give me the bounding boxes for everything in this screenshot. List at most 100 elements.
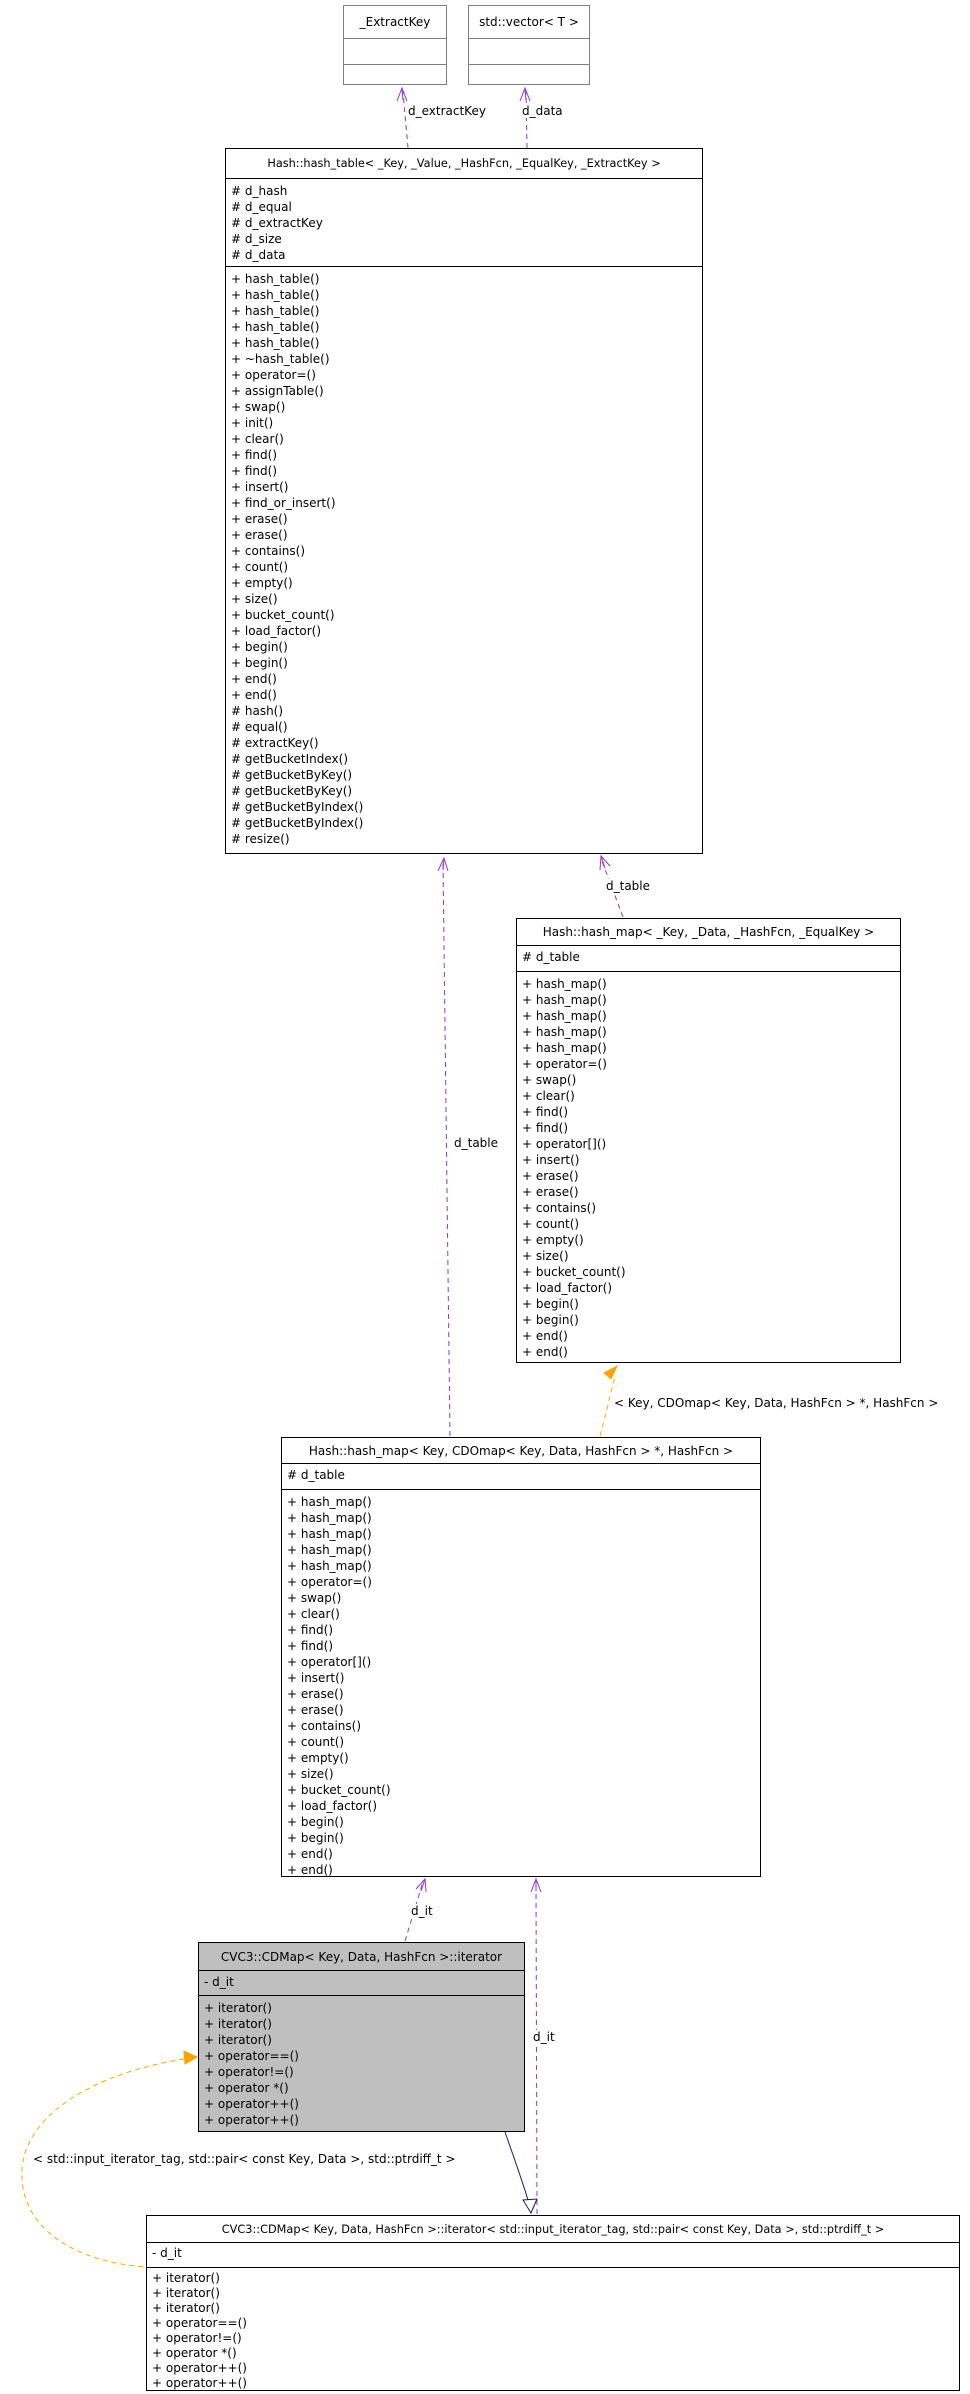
member: + hash_map() [287,1527,372,1541]
member: + swap() [522,1073,577,1087]
member: + iterator() [204,2001,272,2015]
member: + hash_map() [287,1543,372,1557]
member: + operator++() [204,2113,299,2127]
methods-compartment: + hash_map() + hash_map() + hash_map() + ha… [517,972,900,1362]
methods-compartment: + hash_table() + hash_table() + hash_table… [226,267,702,849]
member: + operator *() [204,2081,289,2095]
member: + init() [231,416,274,430]
member: + begin() [231,640,288,654]
class-title: std::vector< T > [469,6,589,39]
member: + begin() [231,656,288,670]
class-box-hash-map-generic[interactable]: Hash::hash_map< _Key, _Data, _HashFcn, _… [516,918,901,1363]
member: + end() [287,1863,333,1877]
member: # getBucketByKey() [231,784,353,798]
member: + erase() [287,1703,344,1717]
member: + operator++() [204,2097,299,2111]
class-box-hash-map-cdomap[interactable]: Hash::hash_map< Key, CDOmap< Key, Data, … [281,1437,761,1877]
member: + iterator() [152,2286,220,2300]
member: + contains() [287,1719,362,1733]
member: + ~hash_table() [231,352,330,366]
class-box-hash-table[interactable]: Hash::hash_table< _Key, _Value, _HashFcn… [225,148,703,854]
edge-label-d-table-right: d_table [605,879,652,893]
member: + insert() [287,1671,345,1685]
edge-label-template-instance-hash-map: < Key, CDOmap< Key, Data, HashFcn > *, H… [613,1396,940,1410]
empty-attributes-compartment [344,39,446,65]
empty-methods-compartment [344,65,446,86]
member: + operator!=() [152,2331,242,2345]
member: + bucket_count() [231,608,335,622]
member: + erase() [287,1687,344,1701]
member: + find() [522,1105,569,1119]
member: + swap() [231,400,286,414]
member: - d_it [204,1975,234,1989]
member: + operator++() [152,2361,247,2375]
member: + operator *() [152,2346,237,2360]
member: + contains() [231,544,306,558]
member: # getBucketIndex() [231,752,349,766]
member: # d_table [287,1468,345,1482]
class-title: Hash::hash_map< Key, CDOmap< Key, Data, … [282,1438,760,1464]
class-title: Hash::hash_map< _Key, _Data, _HashFcn, _… [517,919,900,946]
member: + hash_table() [231,304,320,318]
member: # getBucketByIndex() [231,816,364,830]
member: + operator=() [231,368,316,382]
member: # hash() [231,704,284,718]
class-title: CVC3::CDMap< Key, Data, HashFcn >::itera… [147,2216,959,2243]
member: + find_or_insert() [231,496,336,510]
class-box-cdmap-iterator[interactable]: CVC3::CDMap< Key, Data, HashFcn >::itera… [198,1942,525,2132]
member: + begin() [522,1297,579,1311]
member: + hash_table() [231,272,320,286]
edge-d-extractkey [396,86,409,149]
member: + hash_map() [522,993,607,1007]
class-box-extract-key[interactable]: _ExtractKey [343,5,447,85]
member: + erase() [231,528,288,542]
member: + hash_table() [231,288,320,302]
member: + count() [287,1735,345,1749]
member: + hash_map() [522,1009,607,1023]
member: + load_factor() [287,1799,378,1813]
member: + clear() [231,432,284,446]
member: + clear() [287,1607,340,1621]
member: # d_size [231,232,282,246]
member: + iterator() [204,2033,272,2047]
member: + hash_map() [522,977,607,991]
member: + size() [287,1767,334,1781]
member: # d_equal [231,200,292,214]
member: + hash_map() [522,1041,607,1055]
member: + bucket_count() [522,1265,626,1279]
member: + erase() [231,512,288,526]
methods-compartment: + hash_map() + hash_map() + hash_map() + ha… [282,1490,760,1880]
class-title: Hash::hash_table< _Key, _Value, _HashFcn… [226,149,702,179]
edge-label-d-it-lower: d_it [532,2030,556,2044]
empty-attributes-compartment [469,39,589,65]
member: # getBucketByIndex() [231,800,364,814]
member: + end() [231,688,277,702]
class-title: _ExtractKey [344,6,446,39]
member: + size() [522,1249,569,1263]
member: + empty() [287,1751,349,1765]
member: + size() [231,592,278,606]
attributes-compartment: # d_table [517,946,900,972]
member: # d_table [522,950,580,964]
member: + hash_map() [287,1511,372,1525]
member: + assignTable() [231,384,324,398]
member: + end() [287,1847,333,1861]
member: + insert() [231,480,289,494]
member: # d_hash [231,184,288,198]
member: + find() [287,1623,334,1637]
member: + operator[]() [287,1655,372,1669]
member: + operator=() [287,1575,372,1589]
member: + iterator() [152,2271,220,2285]
member: + begin() [287,1831,344,1845]
attributes-compartment: - d_it [147,2243,959,2268]
member: + end() [231,672,277,686]
member: + hash_map() [287,1559,372,1573]
member: # extractKey() [231,736,319,750]
attributes-compartment: # d_hash# d_equal# d_extractKey# d_size#… [226,179,702,267]
class-box-cdmap-iterator-base[interactable]: CVC3::CDMap< Key, Data, HashFcn >::itera… [146,2215,960,2391]
member: + count() [231,560,289,574]
member: + find() [287,1639,334,1653]
member: + end() [522,1329,568,1343]
class-box-std-vector[interactable]: std::vector< T > [468,5,590,85]
